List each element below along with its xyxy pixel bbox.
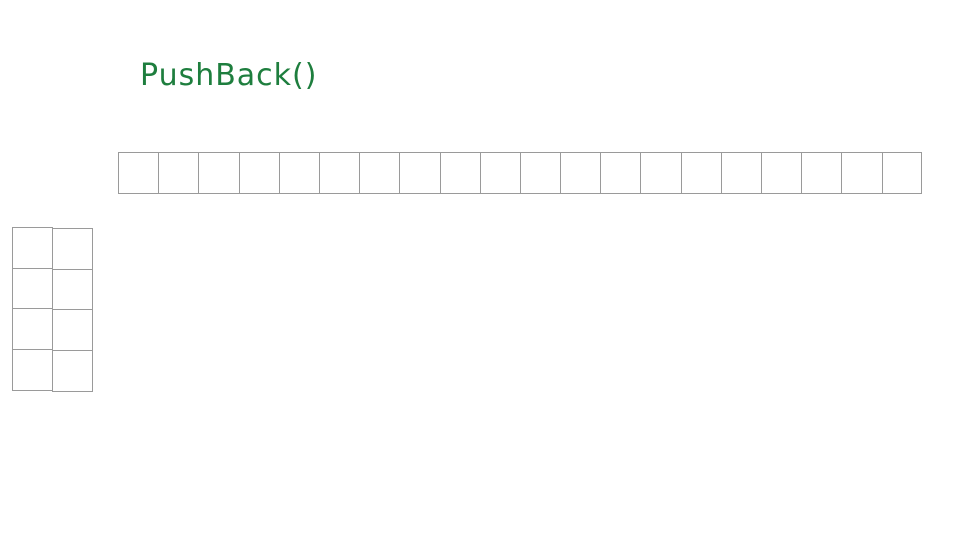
array-cell [801, 152, 842, 194]
array-cell [158, 152, 199, 194]
side-grid-cell [52, 350, 93, 392]
side-grid-column [12, 227, 53, 391]
side-grid-cell [12, 267, 53, 310]
array-cell [359, 152, 400, 194]
array-cell [479, 152, 520, 194]
array-cell [238, 152, 279, 194]
side-grid-column [52, 228, 93, 392]
side-grid-cell [12, 227, 53, 269]
array-cell [278, 152, 319, 194]
array-cell [841, 152, 882, 194]
side-grid-cell [12, 308, 53, 351]
side-grid-cell [52, 309, 93, 352]
array-cell [761, 152, 802, 194]
array-cell [399, 152, 440, 194]
array-cell [318, 152, 360, 194]
array-cell [519, 152, 561, 194]
array-cell [600, 152, 641, 194]
page-title: PushBack() [140, 58, 318, 93]
array-cell [881, 152, 922, 194]
side-grid-cell [52, 268, 93, 311]
array-cell [680, 152, 721, 194]
array-cell [198, 152, 239, 194]
array-cell [560, 152, 601, 194]
side-grid-cell [52, 228, 93, 270]
array-cell [439, 152, 480, 194]
array-cell [640, 152, 681, 194]
array-cell [118, 152, 159, 194]
side-grid-cell [12, 349, 53, 391]
array-row [118, 152, 922, 194]
array-cell [720, 152, 761, 194]
